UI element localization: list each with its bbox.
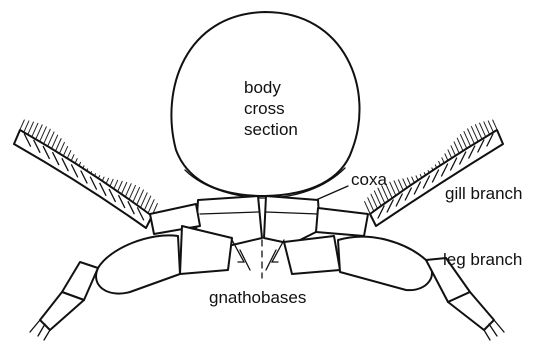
coxa-right bbox=[264, 196, 320, 244]
gnathobases-label: gnathobases bbox=[209, 288, 306, 307]
gill-branch-label: gill branch bbox=[445, 184, 523, 203]
coxa-label: coxa bbox=[351, 170, 387, 189]
leg-branch-right bbox=[284, 208, 504, 340]
gill-branch-left bbox=[14, 120, 157, 228]
body-label-line3: section bbox=[244, 120, 298, 139]
body-label-line1: body bbox=[244, 78, 281, 97]
gnathobases bbox=[232, 240, 284, 270]
body-label-line2: cross bbox=[244, 99, 285, 118]
leg-branch-label: leg branch bbox=[443, 250, 522, 269]
